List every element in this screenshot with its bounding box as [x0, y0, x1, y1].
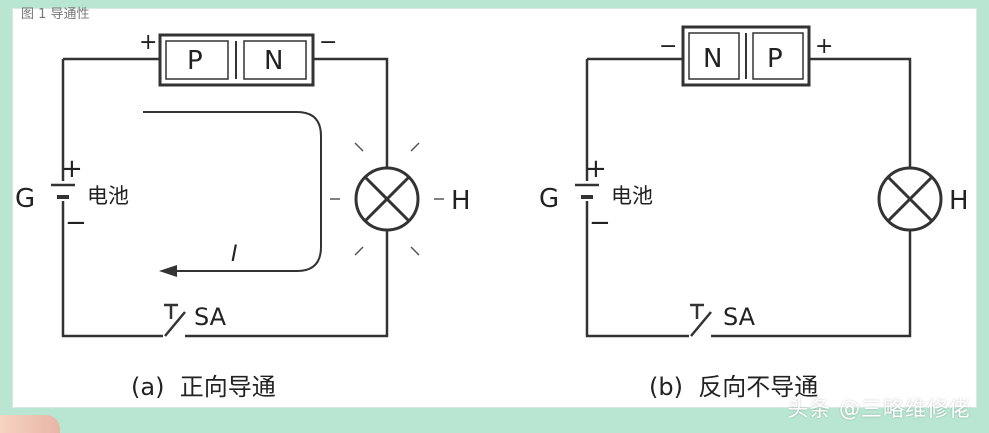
battery-b-minus-sign: −: [589, 208, 611, 238]
lamp-b-label: H: [949, 186, 969, 216]
lamp-b-x2: [886, 175, 934, 223]
battery-a-plus-sign: +: [61, 154, 83, 184]
battery-b-label: G: [539, 184, 559, 214]
current-a-label: I: [231, 242, 238, 267]
pn-b-plus: +: [815, 34, 833, 59]
circuit-diagrams: + − P N + − G 电池 H SA I (a) 正向导通: [15, 25, 969, 401]
pn-a-right-label: N: [264, 46, 283, 76]
battery-b-name: 电池: [611, 184, 653, 208]
battery-b-plus-sign: +: [585, 154, 607, 184]
battery-a-label: G: [15, 184, 35, 214]
pn-b-left-label: N: [703, 44, 722, 74]
switch-b-label: SA: [723, 303, 756, 331]
battery-a-name: 电池: [87, 184, 129, 208]
pn-a-plus: +: [139, 30, 157, 55]
lamp-a-x2: [363, 175, 411, 223]
figure-header: 图 1 导通性: [21, 7, 90, 22]
current-path-a: [143, 111, 322, 272]
lamp-a-rays: [330, 142, 444, 256]
pn-a-minus: −: [319, 30, 337, 55]
battery-a-minus-sign: −: [65, 208, 87, 238]
pn-n-cell-b: [688, 32, 740, 80]
circuit-a: [49, 33, 444, 338]
circuit-b: [573, 25, 943, 338]
watermark-text: 头条 @三略维修佬: [787, 397, 971, 421]
pn-n-cell-a: [243, 40, 307, 80]
pn-b-minus: −: [659, 34, 677, 59]
corner-decoration: [0, 415, 60, 433]
caption-b: (b) 反向不导通: [649, 373, 818, 401]
caption-a: (a) 正向导通: [131, 373, 276, 401]
pn-a-left-label: P: [187, 46, 203, 76]
switch-b-blade: [690, 311, 712, 337]
switch-a-label: SA: [194, 303, 227, 331]
lamp-a-label: H: [451, 186, 471, 216]
diagram-panel: 图 1 导通性: [12, 7, 977, 408]
pn-b-right-label: P: [767, 44, 783, 74]
pn-p-cell-a: [165, 40, 229, 80]
pn-p-cell-b: [752, 32, 804, 80]
current-arrowhead-a: [159, 265, 177, 277]
switch-a-blade: [164, 311, 186, 337]
